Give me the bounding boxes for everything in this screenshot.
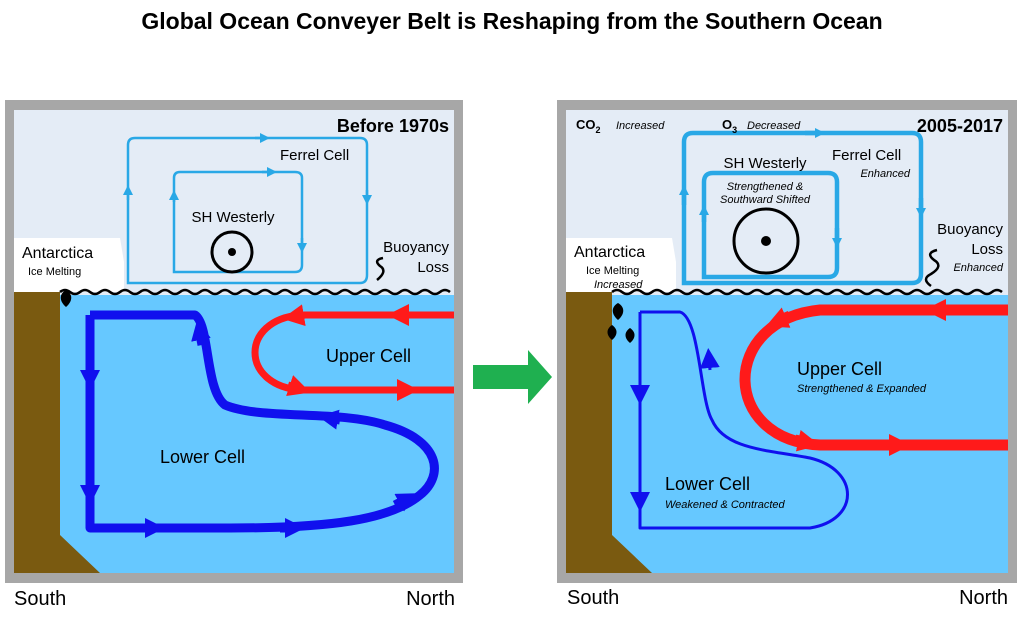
right-westerly-note-2: Southward Shifted <box>720 194 811 206</box>
left-upper-cell-label: Upper Cell <box>326 346 411 366</box>
right-antarctica-label: Antarctica <box>574 244 645 261</box>
right-melt-drop-icon <box>607 325 617 340</box>
right-westerly-note-1: Strengthened & <box>727 181 803 193</box>
right-buoyancy-label: Buoyancy <box>937 221 1003 238</box>
right-period-label: 2005-2017 <box>917 116 1003 136</box>
right-melt-drop-icon <box>625 328 635 343</box>
right-buoyancy-squiggle-icon <box>924 248 940 288</box>
right-panel: 2005-2017 CO2 Increased O3 Decreased Fer… <box>557 100 1017 609</box>
left-ferrel-outer-loop <box>126 136 369 285</box>
left-melt-drop-icon <box>60 290 72 307</box>
right-upper-cell-label: Upper Cell <box>797 359 882 379</box>
right-ice-melting-label: Ice Melting <box>586 265 639 277</box>
right-westerly-dot-icon <box>761 236 771 246</box>
left-lower-cell-label: Lower Cell <box>160 447 245 467</box>
left-ice-shelf <box>14 238 124 292</box>
left-lower-cell-loop <box>85 310 439 533</box>
o3-label: O3 <box>722 117 737 135</box>
right-westerly-symbol-icon <box>732 207 800 275</box>
right-ferrel-note: Enhanced <box>860 168 910 180</box>
left-upper-arrow-icon <box>282 304 306 327</box>
left-westerly-label: SH Westerly <box>191 209 275 226</box>
left-westerly-dot-icon <box>228 248 236 256</box>
co2-note: Increased <box>616 120 665 132</box>
left-loss-label: Loss <box>417 259 449 276</box>
co2-label: CO2 <box>576 117 601 135</box>
left-ferrel-label: Ferrel Cell <box>280 147 349 164</box>
right-north-label: North <box>959 587 1008 609</box>
left-ferrel-inner-loop <box>172 170 304 274</box>
left-lower-arrow-icon <box>191 320 211 346</box>
right-ice-note: Increased <box>594 279 643 291</box>
right-melt-drop-icon <box>612 303 624 320</box>
left-buoyancy-label: Buoyancy <box>383 239 449 256</box>
left-buoyancy-squiggle-icon <box>375 256 385 281</box>
left-north-label: North <box>406 588 455 610</box>
right-south-label: South <box>567 587 619 609</box>
left-upper-arrow-icon <box>286 375 311 396</box>
left-antarctica-label: Antarctica <box>22 245 93 262</box>
left-ice-melting-label: Ice Melting <box>28 266 81 278</box>
left-panel: Before 1970s Ferrel Cell SH Westerly Buo… <box>5 100 463 610</box>
right-ferrel-outer-loop <box>681 130 924 286</box>
left-westerly-symbol-icon <box>210 230 254 274</box>
right-ferrel-label: Ferrel Cell <box>832 147 901 164</box>
right-ice-shelf <box>566 238 676 292</box>
right-land <box>566 292 652 573</box>
right-lower-cell-loop <box>638 310 849 530</box>
figure-title: Global Ocean Conveyer Belt is Reshaping … <box>141 8 883 34</box>
left-sea-surface <box>59 288 451 296</box>
left-lower-arrow-icon <box>318 409 341 430</box>
left-lower-arrow-icon <box>392 493 417 512</box>
right-sea-surface <box>611 288 1003 296</box>
right-lower-cell-label: Lower Cell <box>665 474 750 494</box>
right-ferrel-inner-loop <box>701 170 840 280</box>
left-land <box>14 292 100 573</box>
right-lower-arrow-icon <box>699 348 720 371</box>
right-arrow-icon <box>473 350 552 404</box>
right-loss-label: Loss <box>971 241 1003 258</box>
right-westerly-label: SH Westerly <box>723 155 807 172</box>
right-upper-arrow-icon <box>765 307 793 328</box>
right-loss-note: Enhanced <box>953 262 1003 274</box>
right-upper-note: Strengthened & Expanded <box>797 383 927 395</box>
o3-note: Decreased <box>747 120 801 132</box>
right-upper-arrow-icon <box>793 429 820 452</box>
left-period-label: Before 1970s <box>337 116 449 136</box>
left-south-label: South <box>14 588 66 610</box>
right-lower-note: Weakened & Contracted <box>665 499 786 511</box>
